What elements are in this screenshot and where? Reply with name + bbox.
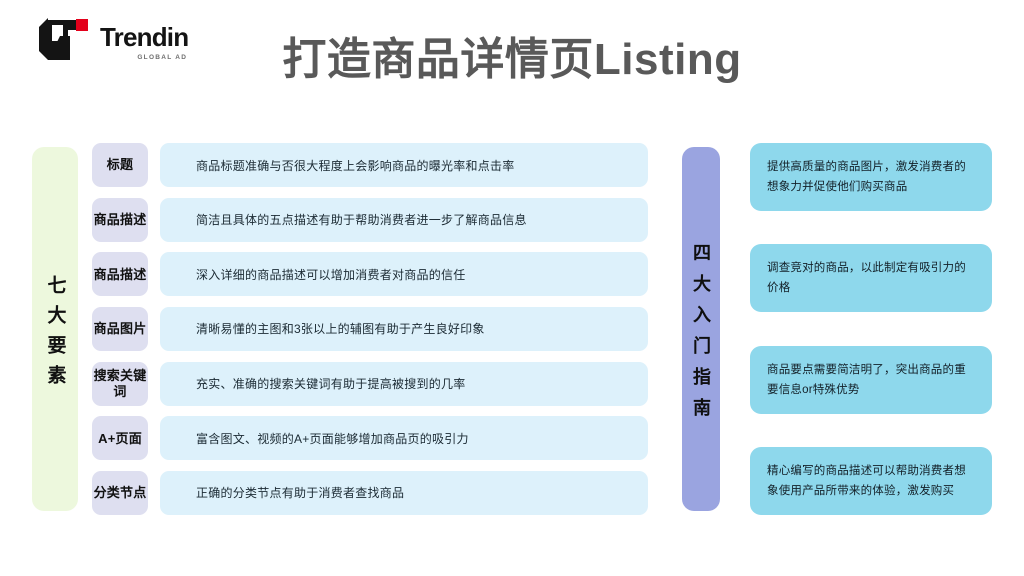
four-guides-vertical-bar: 四大入门指南 — [682, 147, 720, 511]
brand-logo: Trendin GLOBAL AD — [38, 16, 189, 62]
seven-elements-vertical-bar: 七大要素 — [32, 147, 78, 511]
guide-card[interactable]: 商品要点需要简洁明了，突出商品的重要信息or特殊优势 — [750, 345, 992, 414]
page-title: 打造商品详情页Listing — [282, 35, 742, 84]
four-guides-label: 四大入门指南 — [691, 242, 711, 429]
element-description: 深入详细的商品描述可以增加消费者对商品的信任 — [160, 252, 648, 297]
guide-card[interactable]: 调查竞对的商品，以此制定有吸引力的价格 — [750, 244, 992, 313]
four-guides-card-list: 提供高质量的商品图片，激发消费者的想象力并促使他们购买商品 调查竞对的商品，以此… — [750, 143, 992, 515]
element-row[interactable]: 商品图片 清晰易懂的主图和3张以上的辅图有助于产生良好印象 — [92, 306, 648, 351]
element-pill-category-node[interactable]: 分类节点 — [92, 470, 148, 515]
page-header: Trendin GLOBAL AD 打造商品详情页Listing — [0, 0, 1024, 118]
element-row[interactable]: A+页面 富含图文、视频的A+页面能够增加商品页的吸引力 — [92, 416, 648, 461]
element-row[interactable]: 分类节点 正确的分类节点有助于消费者查找商品 — [92, 470, 648, 515]
element-pill-product-images[interactable]: 商品图片 — [92, 306, 148, 351]
content-board: 七大要素 标题 商品标题准确与否很大程度上会影响商品的曝光率和点击率 商品描述 … — [0, 143, 1024, 515]
brand-text-block: Trendin GLOBAL AD — [100, 16, 189, 61]
guide-card[interactable]: 提供高质量的商品图片，激发消费者的想象力并促使他们购买商品 — [750, 143, 992, 211]
seven-elements-section: 七大要素 标题 商品标题准确与否很大程度上会影响商品的曝光率和点击率 商品描述 … — [32, 143, 648, 515]
element-pill-a-plus-page[interactable]: A+页面 — [92, 416, 148, 461]
four-guides-section: 四大入门指南 提供高质量的商品图片，激发消费者的想象力并促使他们购买商品 调查竞… — [682, 143, 992, 515]
element-description: 清晰易懂的主图和3张以上的辅图有助于产生良好印象 — [160, 306, 648, 351]
seven-elements-row-list: 标题 商品标题准确与否很大程度上会影响商品的曝光率和点击率 商品描述 简洁且具体… — [92, 143, 648, 515]
trendin-logo-mark — [39, 18, 88, 60]
element-row[interactable]: 商品描述 深入详细的商品描述可以增加消费者对商品的信任 — [92, 252, 648, 297]
element-description: 富含图文、视频的A+页面能够增加商品页的吸引力 — [160, 416, 648, 461]
element-row[interactable]: 商品描述 简洁且具体的五点描述有助于帮助消费者进一步了解商品信息 — [92, 197, 648, 242]
element-pill-product-description-2[interactable]: 商品描述 — [92, 252, 148, 297]
element-row[interactable]: 搜索关键词 充实、准确的搜索关键词有助于提高被搜到的几率 — [92, 361, 648, 406]
element-pill-product-description-1[interactable]: 商品描述 — [92, 197, 148, 242]
element-pill-search-keywords[interactable]: 搜索关键词 — [92, 361, 148, 406]
element-description: 充实、准确的搜索关键词有助于提高被搜到的几率 — [160, 361, 648, 406]
element-row[interactable]: 标题 商品标题准确与否很大程度上会影响商品的曝光率和点击率 — [92, 143, 648, 187]
element-description: 商品标题准确与否很大程度上会影响商品的曝光率和点击率 — [160, 143, 648, 187]
brand-wordmark: Trendin — [100, 22, 189, 52]
seven-elements-label: 七大要素 — [44, 274, 66, 395]
guide-card[interactable]: 精心编写的商品描述可以帮助消费者想象使用产品所带来的体验，激发购买 — [750, 446, 992, 515]
element-pill-title[interactable]: 标题 — [92, 143, 148, 187]
element-description: 简洁且具体的五点描述有助于帮助消费者进一步了解商品信息 — [160, 197, 648, 242]
brand-tagline: GLOBAL AD — [137, 54, 188, 61]
element-description: 正确的分类节点有助于消费者查找商品 — [160, 470, 648, 515]
